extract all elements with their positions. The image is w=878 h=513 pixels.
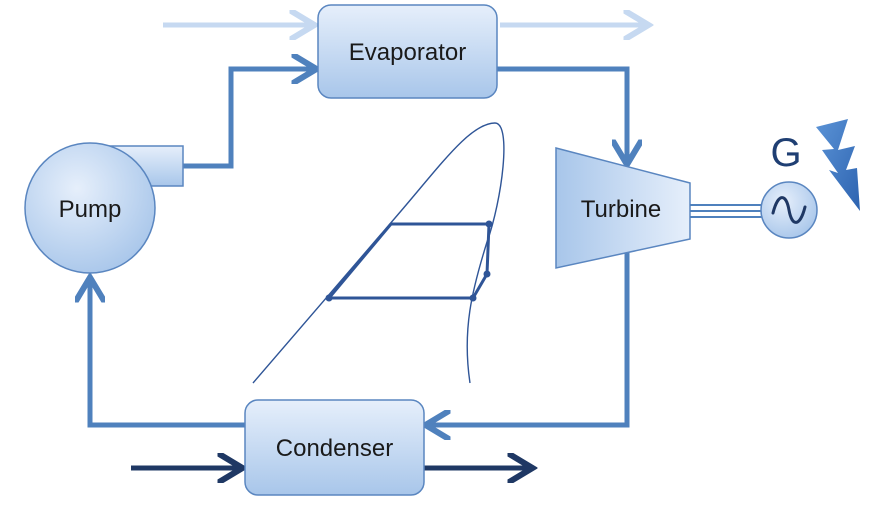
condenser: Condenser — [244, 399, 425, 496]
generator: G — [760, 131, 818, 239]
turbine-label: Turbine — [581, 196, 661, 223]
sine-wave-icon — [771, 196, 807, 224]
saturation-dome-curve — [252, 122, 505, 384]
evaporator-label: Evaporator — [349, 39, 466, 66]
ts-diagram-sketch — [252, 122, 505, 384]
state-point — [469, 294, 477, 302]
state-point — [483, 270, 491, 278]
generator-label: G — [770, 131, 801, 175]
turbine: Turbine — [555, 147, 691, 269]
evaporator: Evaporator — [317, 4, 498, 99]
pump: Pump — [24, 142, 184, 274]
state-point — [325, 294, 333, 302]
turbine-shaft — [690, 204, 762, 218]
condenser-label: Condenser — [276, 435, 393, 462]
cycle-path — [327, 222, 491, 300]
lightning-bolt-icon — [816, 119, 860, 211]
pump-label: Pump — [59, 196, 122, 223]
pump-to-evaporator-pipe — [183, 69, 314, 169]
evaporator-to-turbine-pipe — [497, 66, 627, 162]
turbine-to-condenser-pipe — [428, 252, 630, 425]
state-point — [485, 220, 493, 228]
condenser-to-pump-pipe — [90, 280, 245, 428]
